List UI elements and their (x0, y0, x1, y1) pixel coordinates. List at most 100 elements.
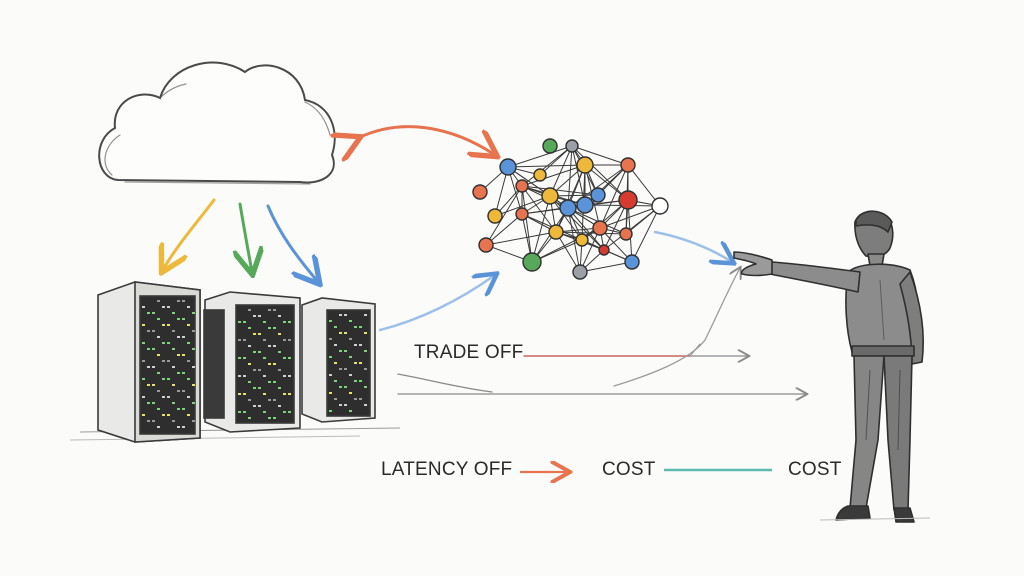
blue-arrow (266, 204, 318, 282)
rack-light (152, 420, 155, 422)
server-rack-icon (69, 281, 401, 443)
network-node (565, 139, 579, 153)
network-node (542, 138, 558, 154)
network-node (592, 220, 608, 236)
rack-light (359, 398, 362, 400)
rack-light (147, 366, 150, 368)
rack-light (182, 372, 185, 374)
rack-light (329, 338, 332, 340)
rack-light (182, 426, 185, 428)
rack-light (162, 396, 165, 398)
rack-light (167, 414, 170, 416)
network-node (559, 199, 577, 217)
rack-light (177, 426, 180, 428)
rack-light (339, 314, 342, 316)
rack-light (248, 381, 251, 383)
rack-light (142, 360, 145, 362)
rack-light (192, 330, 195, 332)
rack-light (167, 342, 170, 344)
rack-light (364, 404, 367, 406)
network-edge (571, 145, 629, 201)
rack-light (187, 324, 190, 326)
network-node (576, 196, 594, 214)
rack-light (152, 384, 155, 386)
rack-light (238, 411, 241, 413)
rack-light (339, 404, 342, 406)
rack-light (177, 318, 180, 320)
network-node (651, 197, 669, 215)
network-node (472, 184, 488, 200)
rack-light (192, 312, 195, 314)
rack-light (288, 393, 291, 395)
rack-light (243, 411, 246, 413)
rack-light (147, 348, 150, 350)
network-edge (631, 205, 661, 263)
rack-light (152, 366, 155, 368)
rack-light (278, 315, 281, 317)
rack-light (283, 393, 286, 395)
rack-light (349, 392, 352, 394)
rack-light (192, 384, 195, 386)
rack-light (182, 408, 185, 410)
rack-light (329, 356, 332, 358)
rack-light (329, 410, 332, 412)
cost-label-secondary: COST (788, 459, 842, 480)
rack-light (288, 339, 291, 341)
rack-light (364, 350, 367, 352)
network-edge (531, 195, 551, 263)
network-node (499, 158, 517, 176)
network-edge (485, 185, 523, 246)
network-edge (521, 164, 586, 187)
rack-light (172, 402, 175, 404)
rack-light (157, 300, 160, 302)
rack-light (258, 351, 261, 353)
rack-light (147, 330, 150, 332)
rack-light (258, 333, 261, 335)
rack-light (354, 398, 357, 400)
rack-light (258, 315, 261, 317)
rack-light (349, 410, 352, 412)
rack-light (359, 362, 362, 364)
rack-light (142, 378, 145, 380)
rack-light (142, 396, 145, 398)
rack-light (258, 405, 261, 407)
rack-light (288, 321, 291, 323)
rack-light (339, 332, 342, 334)
rack-light (268, 327, 271, 329)
rack-light (344, 350, 347, 352)
rack-light (263, 393, 266, 395)
network-node (590, 187, 606, 203)
rack-light (278, 387, 281, 389)
rack-light (288, 357, 291, 359)
network-edge (599, 227, 633, 263)
network-edge (494, 195, 551, 217)
rack-light (238, 339, 241, 341)
rack-light (187, 342, 190, 344)
rack-light (359, 344, 362, 346)
rack-light (248, 345, 251, 347)
yellow-arrow (163, 198, 216, 270)
rack-light (243, 339, 246, 341)
rack-light (253, 387, 256, 389)
rack-light (162, 378, 165, 380)
rack-light (152, 330, 155, 332)
network-edge (599, 164, 629, 229)
network-edge (485, 231, 557, 246)
network-edge (549, 195, 605, 251)
rack-light (334, 380, 337, 382)
network-edge (579, 227, 601, 273)
rack-light (359, 326, 362, 328)
rack-light (162, 306, 165, 308)
network-node (624, 254, 640, 270)
network-node (575, 233, 589, 247)
rack-light (167, 360, 170, 362)
network-edge (567, 145, 573, 209)
rack-light (344, 404, 347, 406)
network-node (598, 244, 610, 256)
rack-light (157, 354, 160, 356)
rack-light (167, 324, 170, 326)
rack-light (339, 350, 342, 352)
trade-off-lines (397, 268, 806, 394)
rack-light (192, 366, 195, 368)
server-rack-lights (142, 300, 367, 428)
